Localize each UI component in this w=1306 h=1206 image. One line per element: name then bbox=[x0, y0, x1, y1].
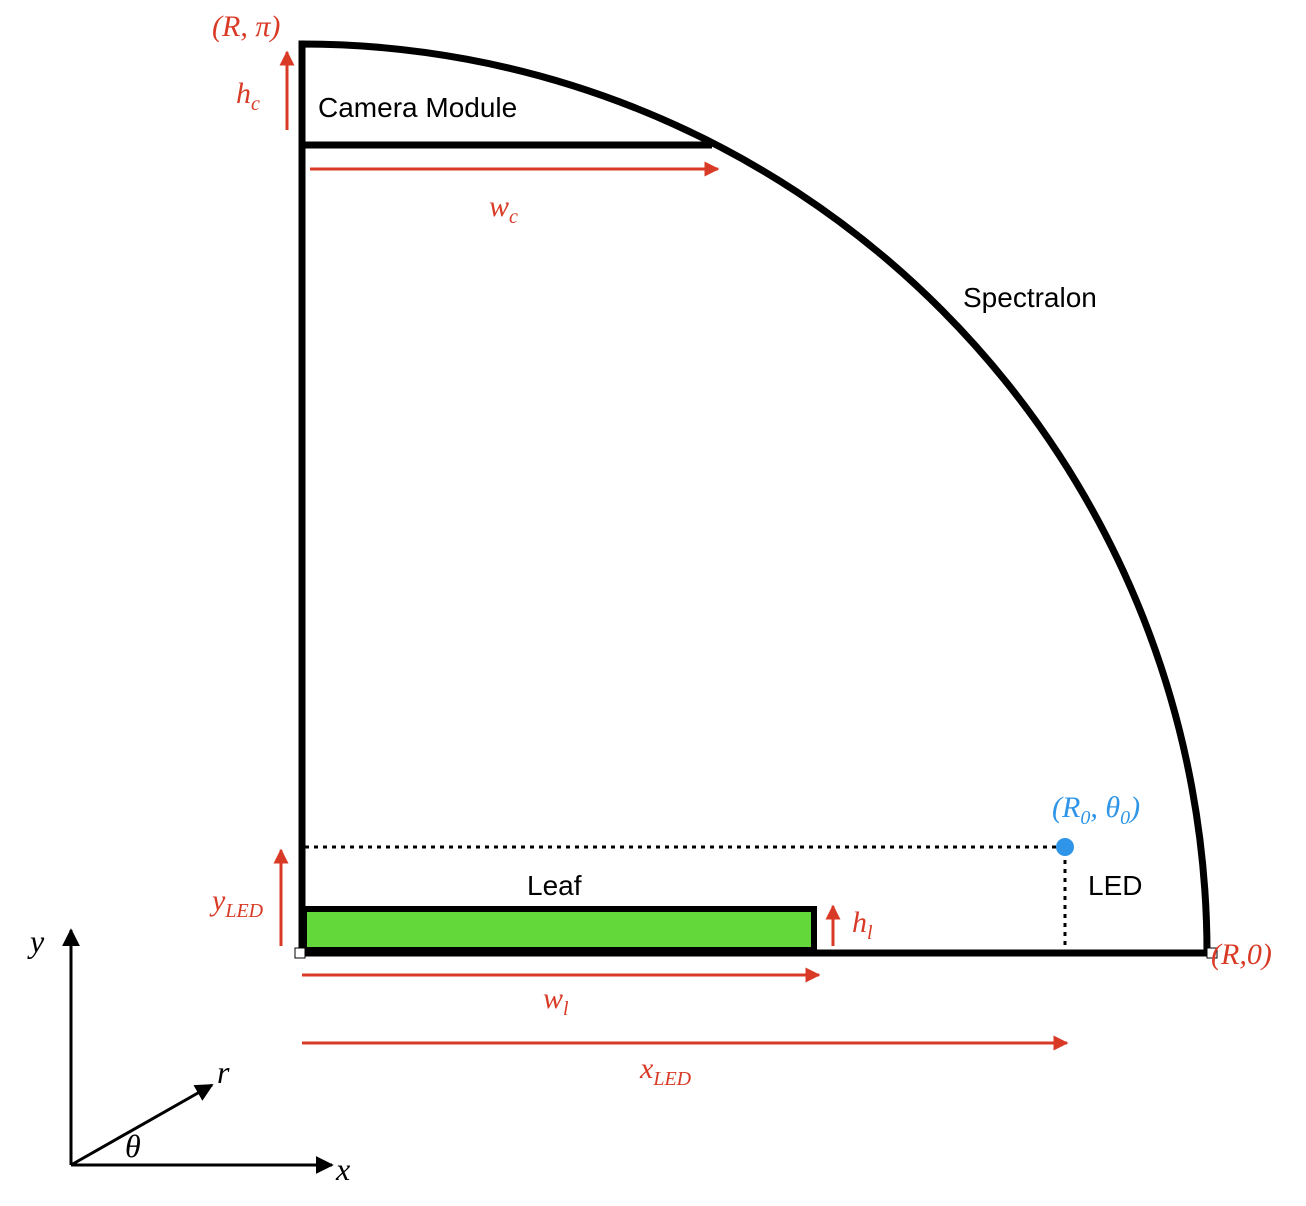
led-label: LED bbox=[1088, 870, 1142, 901]
yled-label: yLED bbox=[209, 884, 264, 922]
spectralon-label: Spectralon bbox=[963, 282, 1097, 313]
hl-label: hl bbox=[852, 906, 873, 944]
xled-label: xLED bbox=[639, 1052, 692, 1090]
leaf-rect bbox=[301, 906, 817, 953]
led-point bbox=[1056, 838, 1074, 856]
leaf-label: Leaf bbox=[527, 870, 582, 901]
spectralon-enclosure bbox=[298, 40, 1211, 957]
led-position-label: (R0, θ0) bbox=[1052, 791, 1140, 829]
theta-label: θ bbox=[125, 1128, 141, 1164]
origin-marker bbox=[294, 947, 306, 959]
r-axis bbox=[70, 1083, 214, 1167]
y-axis-label: y bbox=[27, 923, 45, 959]
x-axis-label: x bbox=[335, 1151, 350, 1187]
hc-label: hc bbox=[236, 77, 260, 115]
wl-label: wl bbox=[543, 982, 569, 1020]
r0-marker bbox=[1206, 947, 1218, 959]
wc-label: wc bbox=[489, 190, 518, 228]
r-pi-point-label: (R, π) bbox=[212, 10, 280, 43]
r-zero-point-label: (R,0) bbox=[1211, 938, 1272, 971]
camera-module-label: Camera Module bbox=[318, 92, 517, 123]
r-axis-label: r bbox=[217, 1054, 230, 1090]
